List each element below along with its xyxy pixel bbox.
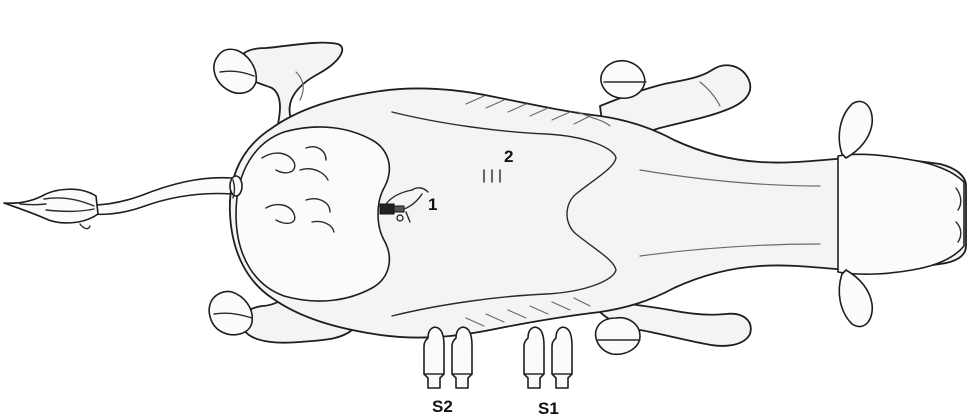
sample-s1-label: S1 [538, 399, 559, 418]
site-2-label: 2 [504, 147, 513, 166]
sample-s2-label: S2 [432, 397, 453, 416]
site-1-label: 1 [428, 195, 437, 214]
sample-tubes-s1 [524, 327, 572, 388]
udder-region [230, 127, 389, 301]
tail [4, 178, 232, 229]
